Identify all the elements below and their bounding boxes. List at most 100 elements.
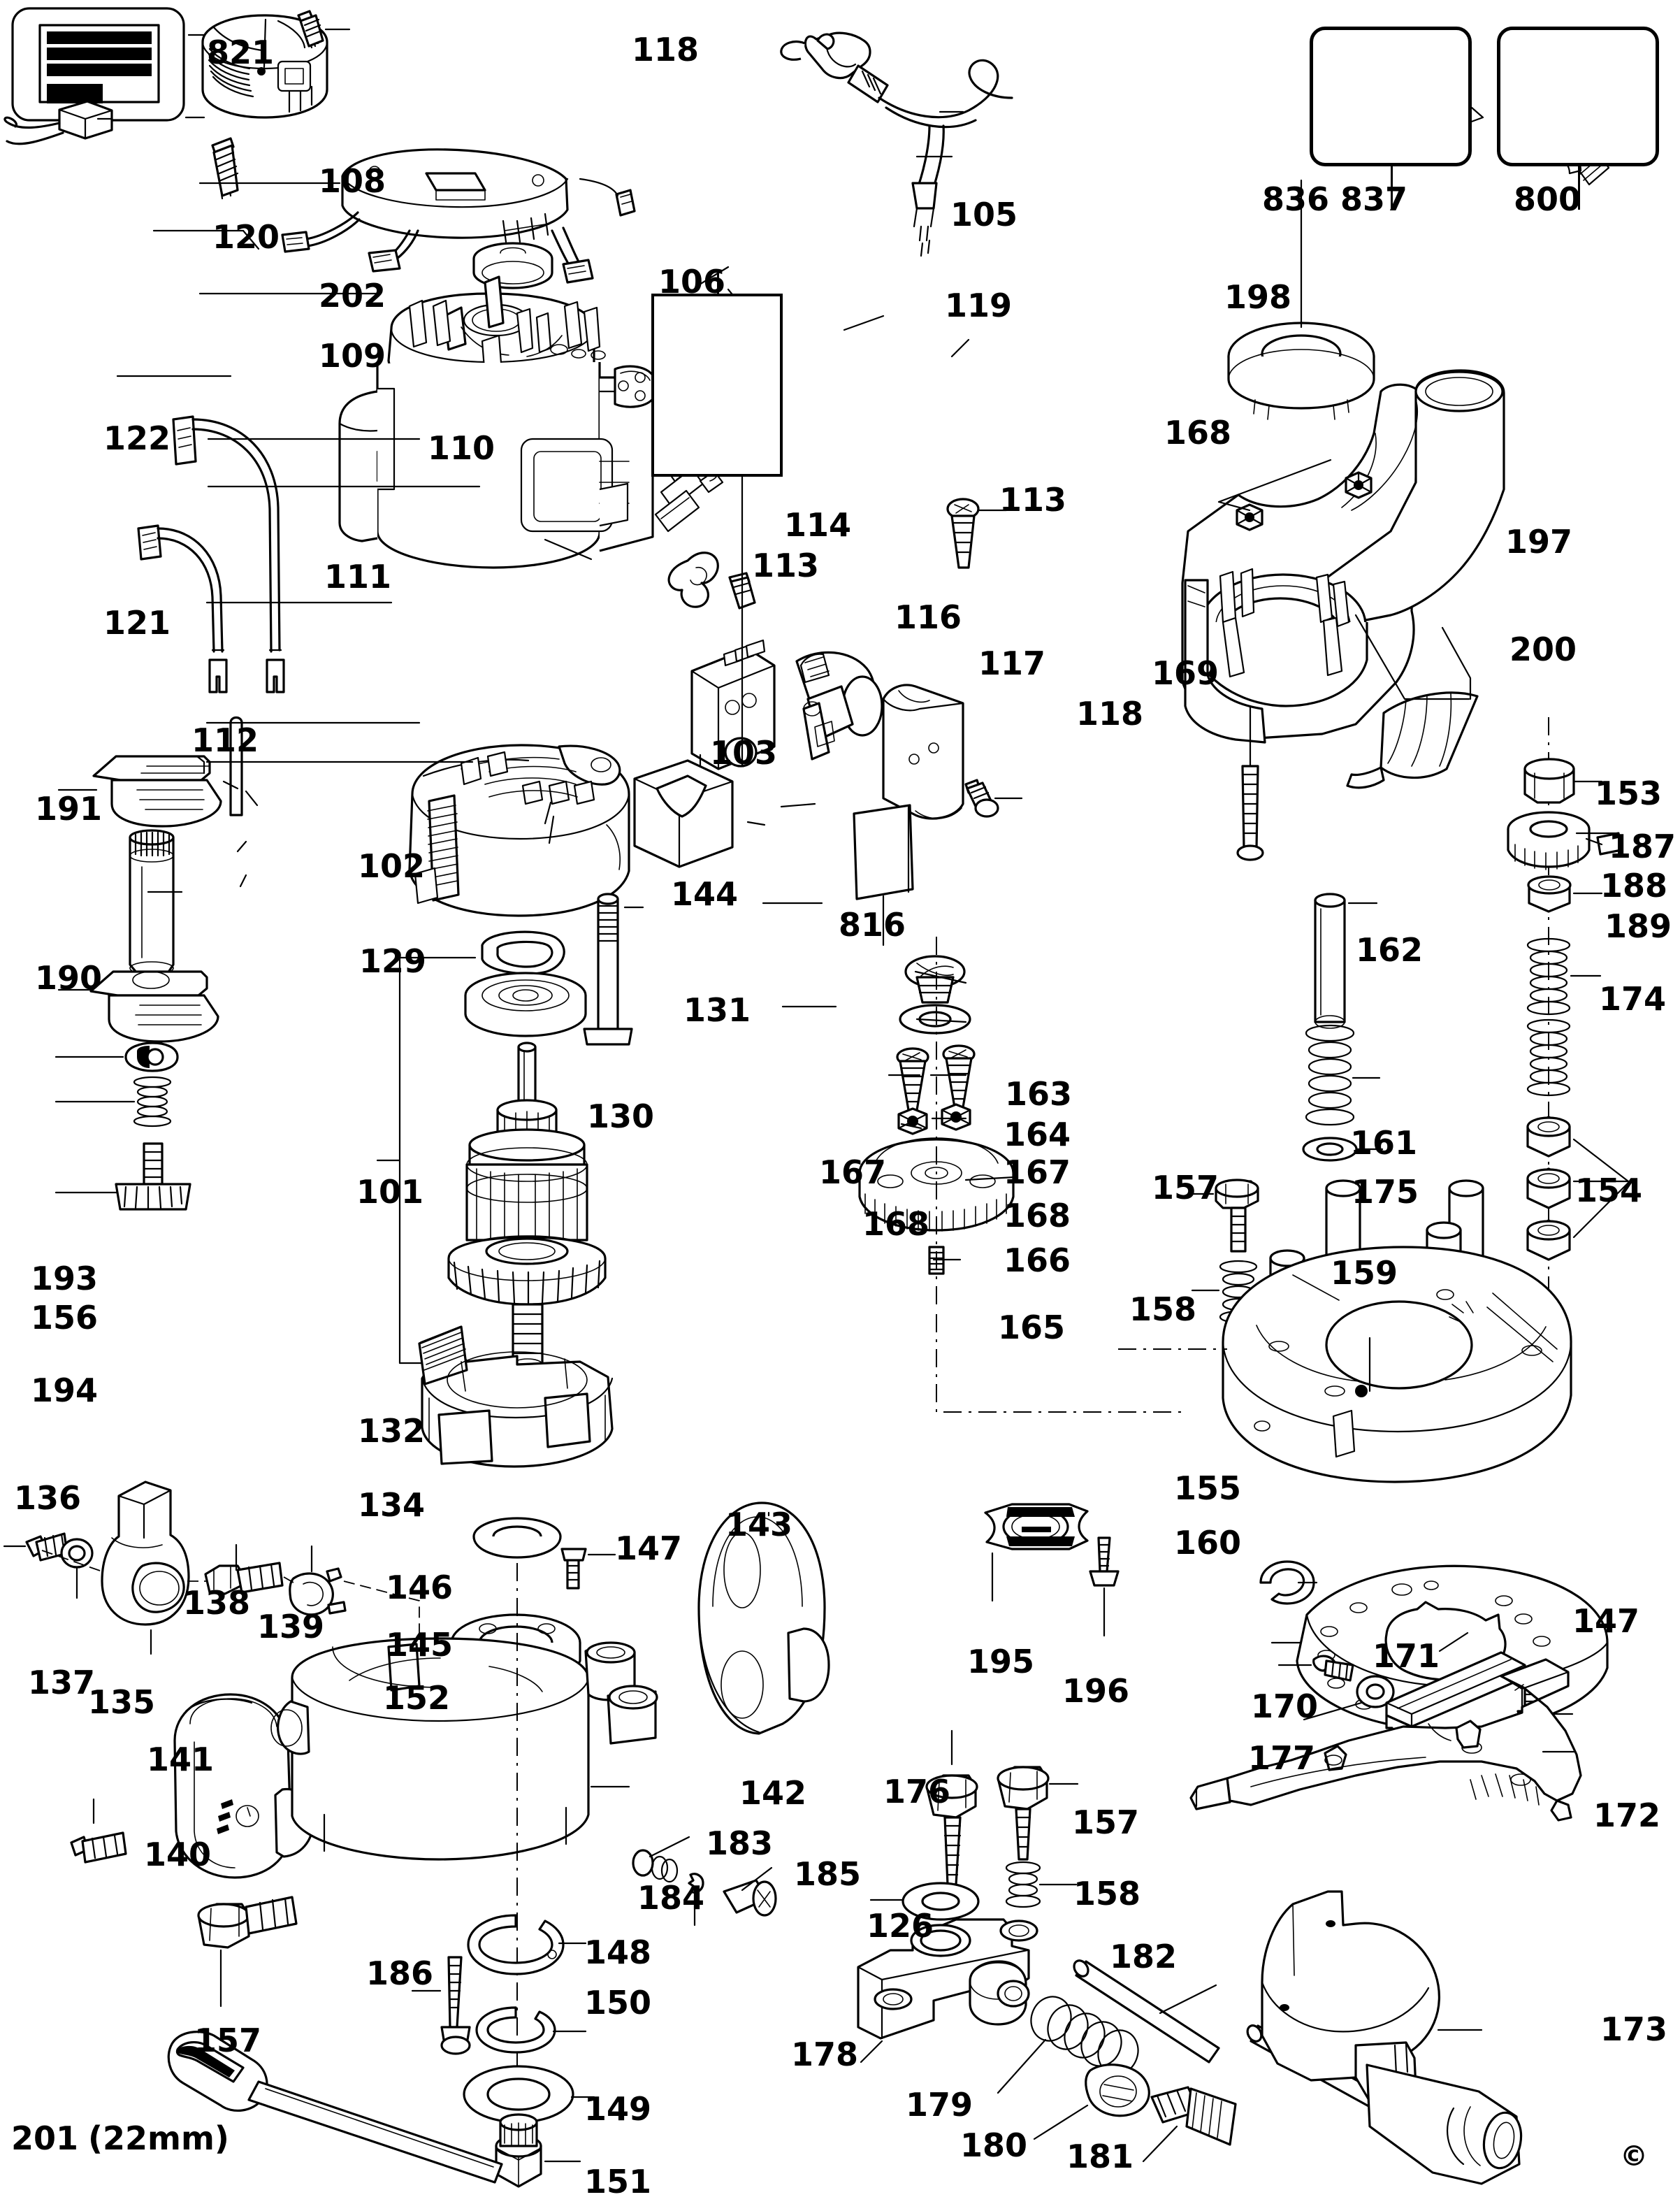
power-cord-105-art xyxy=(781,33,1012,256)
callout-161: 161 xyxy=(1350,1124,1418,1162)
callout-140: 140 xyxy=(144,1836,212,1873)
callout-197: 197 xyxy=(1505,523,1573,561)
callout-157: 157 xyxy=(1072,1803,1140,1841)
callout-144: 144 xyxy=(670,875,739,913)
callout-141: 141 xyxy=(147,1741,215,1778)
callout-162: 162 xyxy=(1356,931,1424,969)
callout-193: 193 xyxy=(31,1260,99,1297)
clip-114-art xyxy=(669,553,718,607)
callout-106: 106 xyxy=(658,263,726,301)
callout-186: 186 xyxy=(366,1954,434,1992)
callout-178: 178 xyxy=(790,2036,859,2073)
callout-120: 120 xyxy=(212,218,280,256)
callout-153: 153 xyxy=(1595,775,1663,812)
bolt-131-art xyxy=(584,894,643,1044)
screw-202-art xyxy=(212,138,238,199)
right-fastener-column-art xyxy=(1508,717,1628,1314)
callout-163: 163 xyxy=(1005,1075,1073,1113)
pin-assembly-183-art xyxy=(633,1837,776,1925)
callout-119: 119 xyxy=(945,287,1013,324)
callout-116: 116 xyxy=(895,598,962,636)
callout-179: 179 xyxy=(905,2086,973,2124)
switch-103-art xyxy=(692,640,774,772)
callout-126: 126 xyxy=(867,1907,934,1945)
callout-142: 142 xyxy=(739,1774,807,1812)
armature-101-art xyxy=(377,958,605,1370)
callout-152: 152 xyxy=(383,1679,451,1717)
wire-121-art xyxy=(138,526,226,692)
field-cover-109-art xyxy=(282,150,635,282)
callout-157: 157 xyxy=(194,2022,262,2059)
callout-147: 147 xyxy=(1572,1602,1640,1640)
callout-150: 150 xyxy=(584,1984,652,2022)
callout-103: 103 xyxy=(709,734,778,772)
inset-800-stem xyxy=(1578,166,1580,210)
callout-155: 155 xyxy=(1174,1469,1242,1507)
callout-176: 176 xyxy=(883,1773,951,1810)
rating-label-art xyxy=(13,8,210,120)
inset-106-stem2 xyxy=(717,271,719,295)
callout-177: 177 xyxy=(1248,1739,1316,1777)
callout-174: 174 xyxy=(1599,980,1667,1018)
callout-821: 821 xyxy=(207,34,275,71)
callout-166: 166 xyxy=(1004,1241,1071,1279)
callout-131: 131 xyxy=(683,991,751,1029)
callout-134: 134 xyxy=(358,1486,426,1524)
callout-201: 201 xyxy=(11,2119,79,2157)
callout-160: 160 xyxy=(1174,1524,1242,1562)
bearing-130-art xyxy=(465,973,586,1036)
callout-143: 143 xyxy=(725,1506,793,1543)
callout-149: 149 xyxy=(584,2090,652,2128)
inset-800 xyxy=(1497,27,1659,166)
wrench-201-art xyxy=(168,2032,502,2182)
gasket-129-art xyxy=(482,932,564,974)
handle-cover-141-art xyxy=(71,1694,313,2006)
inset-836-837 xyxy=(1310,27,1472,166)
callout-118: 118 xyxy=(632,31,700,69)
wire-122-art xyxy=(173,417,284,692)
depth-rod-assembly-art xyxy=(91,756,221,1209)
callout-183: 183 xyxy=(706,1824,774,1862)
callout-102: 102 xyxy=(358,847,426,885)
callout-172: 172 xyxy=(1593,1796,1661,1834)
callout-168: 168 xyxy=(1164,414,1232,452)
callout-168: 168 xyxy=(862,1205,930,1243)
callout-114: 114 xyxy=(784,506,852,544)
callout-190: 190 xyxy=(35,959,103,997)
callout-167: 167 xyxy=(819,1153,887,1191)
fan-baffle-132-art xyxy=(419,1327,612,1467)
callout-173: 173 xyxy=(1600,2010,1668,2048)
callout-118: 118 xyxy=(1076,695,1144,733)
callout-136: 136 xyxy=(14,1479,82,1517)
screw-118-lower-art xyxy=(966,780,1022,816)
callout-200: 200 xyxy=(1509,631,1577,668)
fence-assembly-art xyxy=(1191,1633,1581,2184)
screw-118-top-art xyxy=(298,11,349,48)
callout-137: 137 xyxy=(27,1664,96,1701)
callout-182: 182 xyxy=(1109,1938,1178,1975)
callout-175: 175 xyxy=(1352,1173,1419,1211)
callout-167: 167 xyxy=(1004,1153,1071,1191)
cover-117-art xyxy=(883,685,963,819)
collet-nut-assembly-art xyxy=(860,937,1188,1412)
strip-112-art xyxy=(231,718,242,816)
callout-113: 113 xyxy=(752,547,820,584)
callout-108: 108 xyxy=(319,162,386,200)
callout-156: 156 xyxy=(31,1299,99,1337)
callout-101: 101 xyxy=(356,1173,424,1211)
screw-113-upper-art xyxy=(948,499,1006,568)
side-cover-143-art xyxy=(699,1503,829,1734)
callout-135: 135 xyxy=(87,1683,156,1721)
dust-extraction-197-art xyxy=(1182,180,1504,860)
callout-130: 130 xyxy=(587,1097,655,1135)
lever-116-art xyxy=(797,652,882,759)
callout-148: 148 xyxy=(584,1933,652,1971)
copyright-mark: © xyxy=(1620,2140,1648,2173)
callout-147: 147 xyxy=(615,1529,683,1567)
callout-816: 816 xyxy=(838,906,906,944)
callout-194: 194 xyxy=(31,1371,99,1409)
callout-117: 117 xyxy=(978,644,1046,682)
sheet-816-art xyxy=(854,805,913,945)
